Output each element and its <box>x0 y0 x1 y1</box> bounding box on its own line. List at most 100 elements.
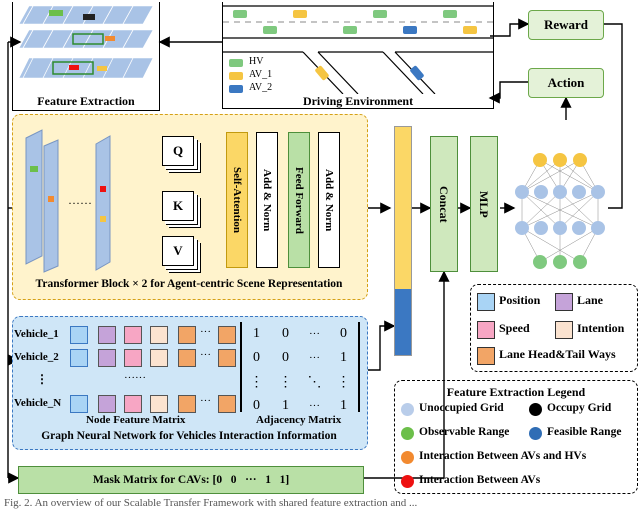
head-tail-swatch <box>477 347 495 365</box>
feature-extraction-label: Feature Extraction <box>37 94 135 108</box>
observable-range-icon <box>401 427 414 440</box>
feasible-range-icon <box>529 427 542 440</box>
head-tail-legend-label: Lane Head&Tail Ways <box>499 347 616 361</box>
policy-network-illustration <box>515 153 605 269</box>
head-tail-cell <box>218 326 236 344</box>
av-hv-interaction-icon <box>401 451 414 464</box>
legend-av1: AV_1 <box>229 69 299 82</box>
adj-cell: 0 <box>253 398 260 413</box>
adj-cell: 0 <box>340 326 347 341</box>
figure-caption: Fig. 2. An overview of our Scalable Tran… <box>4 497 418 509</box>
legend-av2: AV_2 <box>229 82 299 95</box>
action-box: Action <box>528 68 604 98</box>
lane-cell <box>98 326 116 344</box>
row-dots: ··· <box>200 349 211 361</box>
intention-cell <box>150 326 168 344</box>
row-dots: ··· <box>200 395 211 407</box>
speed-cell <box>124 349 142 367</box>
legend-av2-label: AV_2 <box>249 82 273 93</box>
vehicle-label: ⋮ <box>36 372 48 386</box>
transformer-feature-segment <box>395 127 411 289</box>
adj-cell: 1 <box>340 398 347 413</box>
av2-car-icon <box>229 85 243 93</box>
add-norm-block-2: Add & Norm <box>318 132 340 268</box>
grid-stack-illustration <box>18 5 154 79</box>
speed-cell <box>124 395 142 413</box>
mlp-block: MLP <box>470 136 498 272</box>
av-av-interaction-icon <box>401 475 414 488</box>
node-row: ⋮ ······ <box>14 370 238 393</box>
query-box: Q <box>162 136 194 166</box>
unoccupied-grid-label: Unoccupied Grid <box>419 402 504 414</box>
lane-cell <box>98 349 116 367</box>
lane-legend-label: Lane <box>577 293 604 307</box>
driving-environment-panel: HV AV_1 AV_2 Driving Environment <box>222 2 494 109</box>
feature-vector-column <box>394 126 412 356</box>
adj-cell: ⋮ <box>249 374 264 390</box>
reward-box: Reward <box>528 10 604 40</box>
vehicle-legend: HV AV_1 AV_2 <box>229 56 299 95</box>
node-feature-matrix-label: Node Feature Matrix <box>86 414 186 426</box>
legend-hv: HV <box>229 56 299 69</box>
speed-swatch <box>477 321 495 339</box>
row-dots: ··· <box>200 326 211 338</box>
feed-forward-block: Feed Forward <box>288 132 310 268</box>
road-illustration <box>223 5 493 95</box>
extraction-legend-title: Feature Extraction Legend <box>446 385 586 399</box>
scene-grids-illustration <box>25 129 111 273</box>
av-av-interaction-label: Interaction Between AVs <box>419 474 541 486</box>
row-dots: ······ <box>124 372 146 384</box>
node-row: Vehicle_1 ··· <box>14 324 238 347</box>
transformer-caption: Transformer Block × 2 for Agent-centric … <box>35 278 343 290</box>
adj-cell: 1 <box>340 350 347 365</box>
vehicle-label: Vehicle_N <box>14 397 62 409</box>
driving-environment-label: Driving Environment <box>302 94 414 108</box>
position-legend-label: Position <box>499 293 541 307</box>
hv-car-icon <box>229 59 243 67</box>
occupy-grid-label: Occupy Grid <box>547 402 612 414</box>
adj-cell: 1 <box>253 326 260 341</box>
adj-cell: 0 <box>282 350 289 365</box>
lane-cell <box>98 395 116 413</box>
node-row: Vehicle_2 ··· <box>14 347 238 370</box>
adj-cell: 1 <box>282 398 289 413</box>
adj-cell: 0 <box>253 350 260 365</box>
head-tail-cell <box>178 326 196 344</box>
concat-block: Concat <box>430 136 458 272</box>
legend-av1-label: AV_1 <box>249 69 273 80</box>
node-feature-rows: Vehicle_1 ··· Vehicle_2 ··· ⋮ ······ Veh… <box>14 324 238 416</box>
node-row: Vehicle_N ··· <box>14 393 238 416</box>
av-hv-interaction-label: Interaction Between AVs and HVs <box>419 450 587 462</box>
adjacency-matrix-label: Adjacency Matrix <box>256 414 342 426</box>
legend-hv-label: HV <box>249 56 264 67</box>
extraction-legend-panel: Feature Extraction Legend Unoccupied Gri… <box>394 380 638 494</box>
speed-legend-label: Speed <box>499 321 530 335</box>
intention-legend-label: Intention <box>577 321 625 335</box>
position-swatch <box>477 293 495 311</box>
lane-swatch <box>555 293 573 311</box>
intention-cell <box>150 395 168 413</box>
position-cell <box>70 349 88 367</box>
adj-cell: ⋮ <box>336 374 351 390</box>
feasible-range-label: Feasible Range <box>547 426 622 438</box>
observable-range-label: Observable Range <box>419 426 510 438</box>
gnn-caption: Graph Neural Network for Vehicles Intera… <box>41 430 337 442</box>
intention-swatch <box>555 321 573 339</box>
add-norm-block-1: Add & Norm <box>256 132 278 268</box>
feature-legend-panel: Position Lane Speed Intention Lane Head&… <box>470 284 638 372</box>
position-cell <box>70 326 88 344</box>
mask-matrix-box: Mask Matrix for CAVs: [0 0 ··· 1 1] <box>18 466 364 494</box>
sequence-dots: ······ <box>68 196 92 210</box>
adj-cell: ··· <box>309 328 320 340</box>
position-cell <box>70 395 88 413</box>
feature-extraction-panel: Feature Extraction <box>12 2 160 111</box>
head-tail-cell <box>218 349 236 367</box>
intention-cell <box>150 349 168 367</box>
self-attention-block: Self-Attention <box>226 132 248 268</box>
unoccupied-grid-icon <box>401 403 414 416</box>
adj-cell: ⋮ <box>278 374 293 390</box>
av1-car-icon <box>229 72 243 80</box>
vehicle-label: Vehicle_1 <box>14 328 59 340</box>
key-box: K <box>162 191 194 221</box>
